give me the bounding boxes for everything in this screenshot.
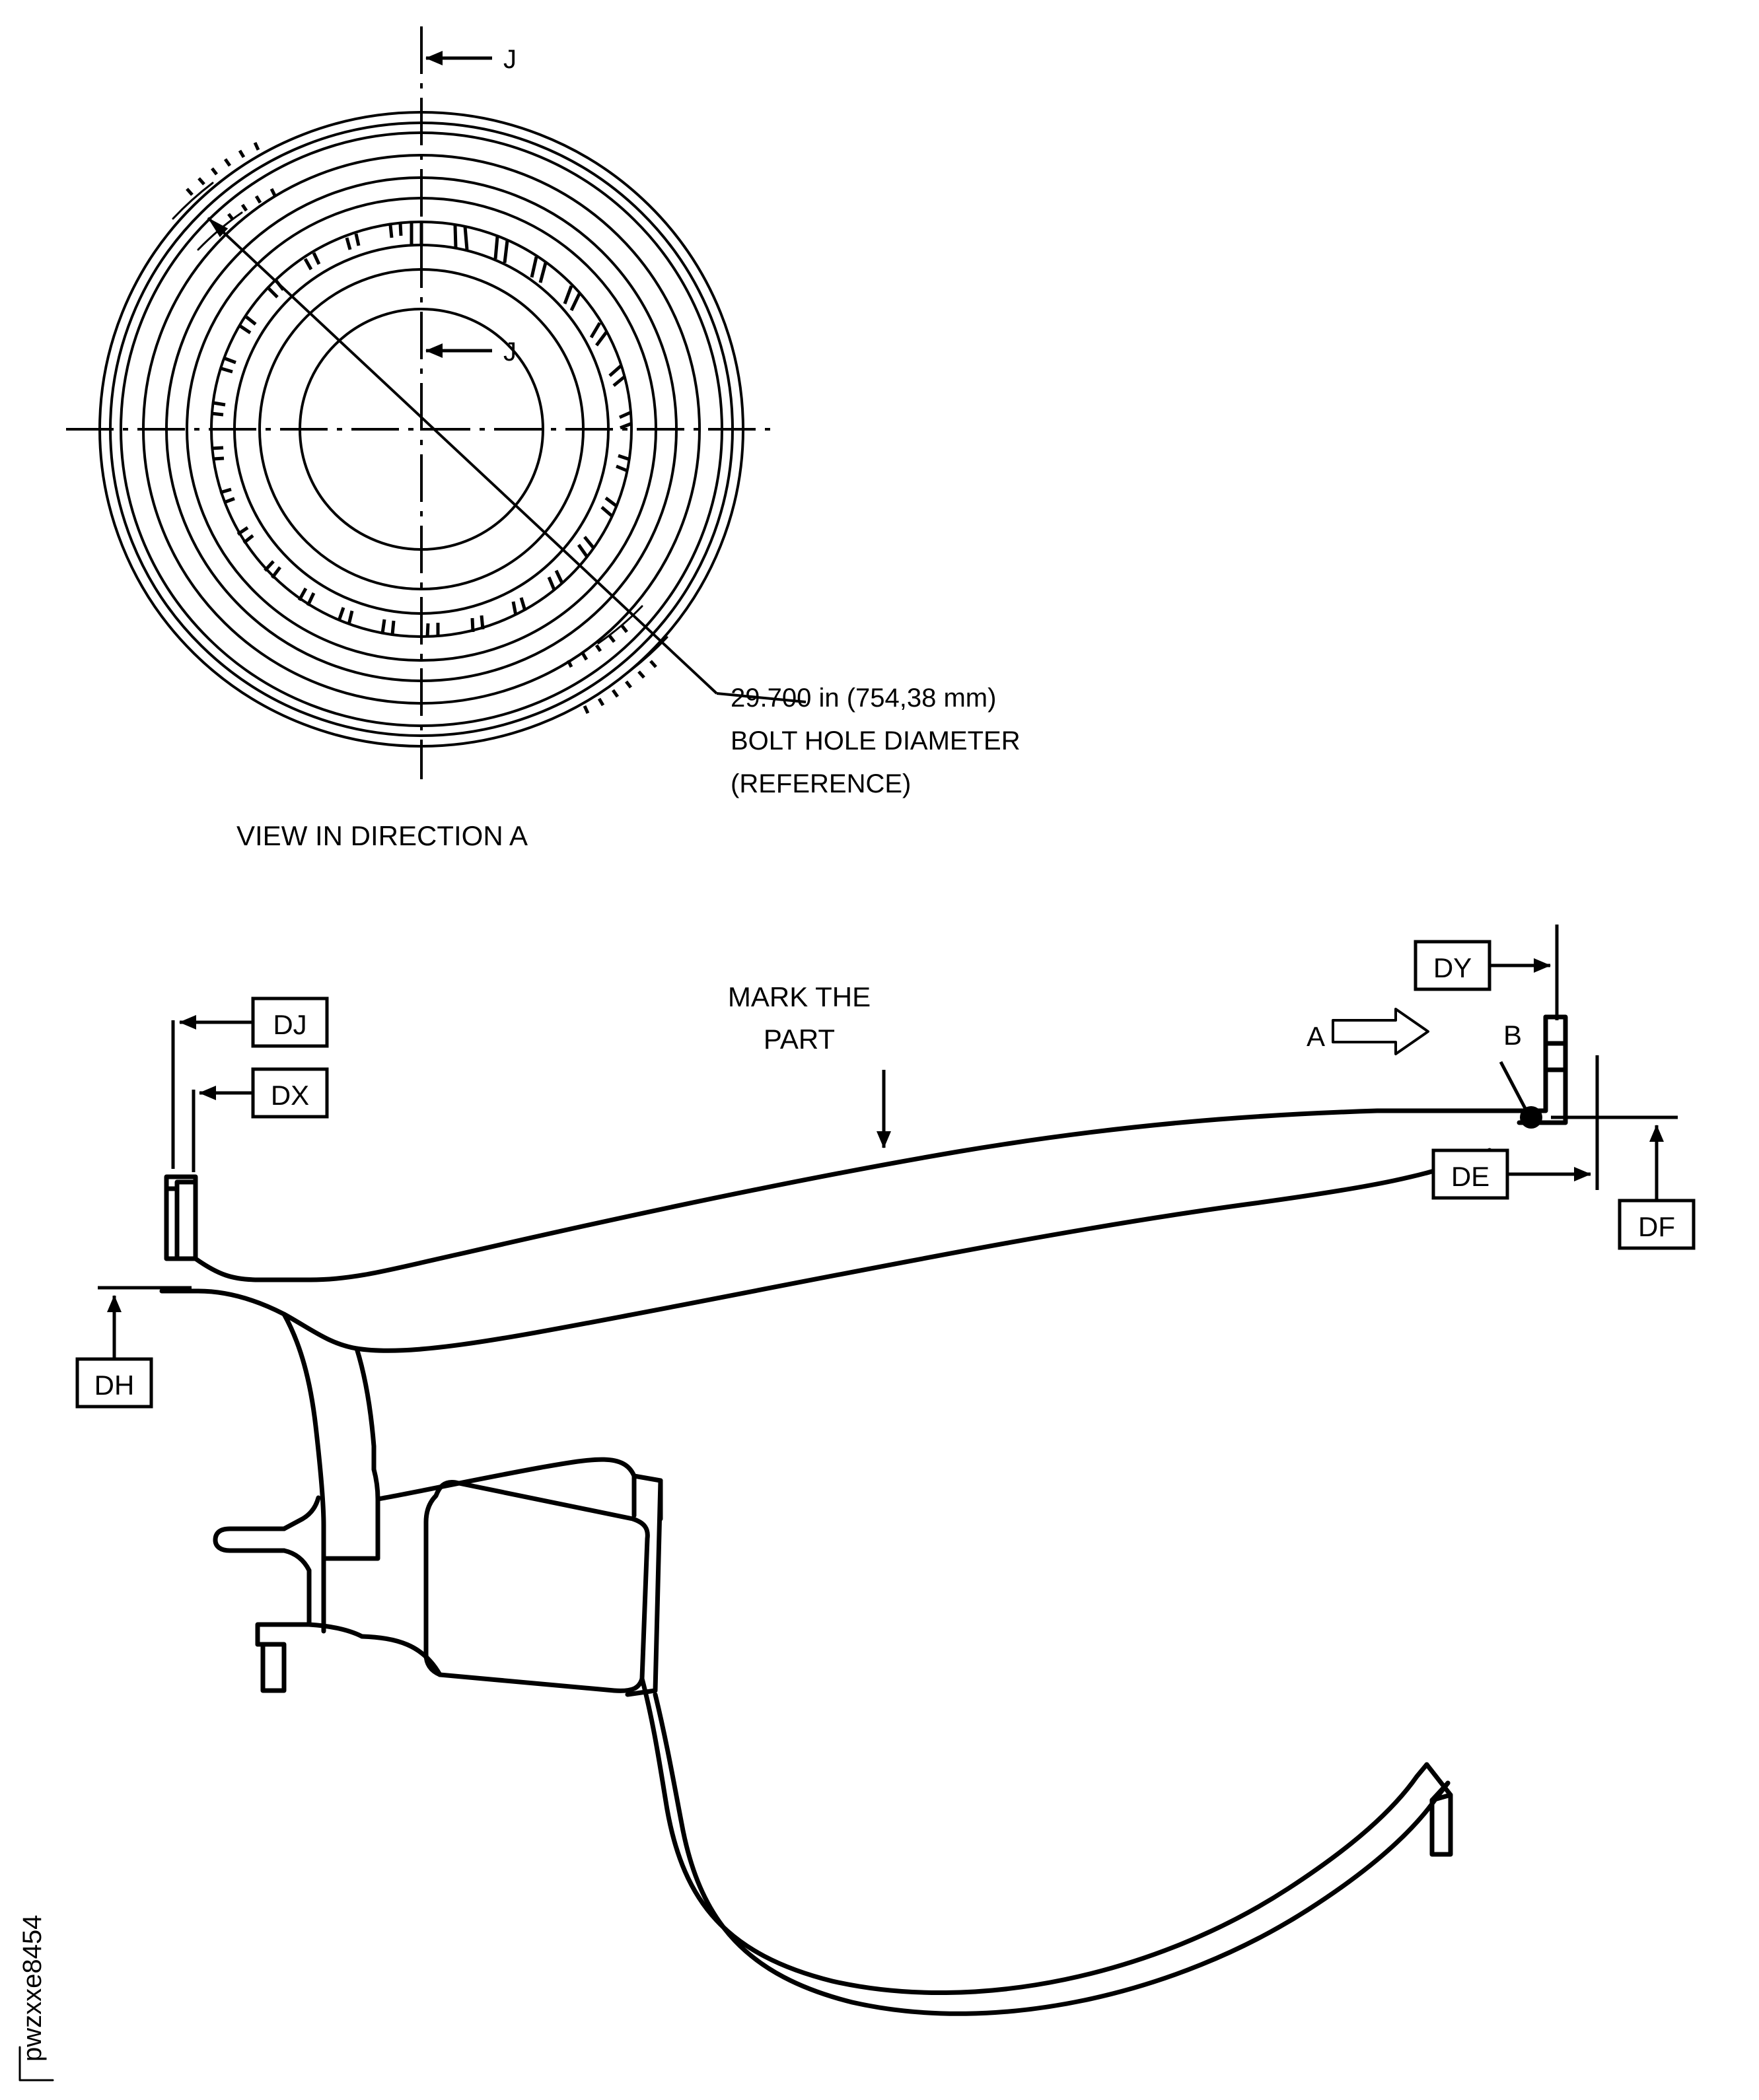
datum-DY[interactable]: DY	[1414, 925, 1559, 1020]
mark-the-part-line-1: MARK THE	[728, 981, 871, 1012]
datum-point-b-dot	[1520, 1106, 1542, 1129]
front-view-caption: VIEW IN DIRECTION A	[236, 820, 528, 851]
front-circular-view: J J 29.700 in (754,38 mm) BOLT HOLE DIAM…	[66, 26, 1021, 851]
outer-skin-upper	[164, 1108, 1522, 1282]
section-mark-j-top: J	[425, 45, 517, 74]
callout-line-2: BOLT HOLE DIAMETER	[731, 726, 1021, 755]
web-strut-left	[281, 1312, 326, 1634]
corner-tick-mark	[18, 2046, 54, 2082]
datum-DJ-frame[interactable]	[251, 997, 329, 1048]
view-direction-a-arrow: A	[1307, 1008, 1429, 1055]
web-strut-inner	[354, 1346, 377, 1472]
point-b-label: B	[1503, 1020, 1522, 1051]
bolt-hole-diameter-callout: 29.700 in (754,38 mm) BOLT HOLE DIAMETER…	[731, 683, 1021, 798]
section-j-top-label: J	[503, 45, 517, 74]
datum-DF-label: DF	[1638, 1211, 1675, 1242]
section-mark-j-inner: J	[425, 337, 517, 367]
section-core-box	[423, 1473, 663, 1697]
section-j-inner-label: J	[503, 337, 517, 367]
datum-DX[interactable]: DX	[192, 1067, 329, 1172]
lower-arm-lower-skin	[653, 1692, 1451, 2016]
datum-DX-label: DX	[271, 1080, 309, 1111]
datum-DJ-label: DJ	[273, 1009, 306, 1040]
point-b-callout: B	[1499, 1020, 1530, 1115]
hub-to-core-lower	[359, 1634, 443, 1677]
datum-DH[interactable]: DH	[75, 1286, 192, 1409]
lower-arm-right-tip	[1424, 1762, 1453, 1857]
datum-DF-frame[interactable]	[1618, 1199, 1696, 1250]
datum-DE-label: DE	[1451, 1161, 1490, 1192]
callout-line-1: 29.700 in (754,38 mm)	[731, 683, 996, 713]
callout-line-3: (REFERENCE)	[731, 769, 911, 798]
document-id-watermark: pwzxxe8454	[18, 1915, 54, 2082]
datum-DE-frame[interactable]	[1431, 1148, 1509, 1200]
datum-DF[interactable]: DF	[1551, 1115, 1696, 1250]
mark-the-part-line-2: PART	[764, 1024, 835, 1055]
document-id-text: pwzxxe8454	[18, 1915, 47, 2062]
datum-DH-frame[interactable]	[75, 1357, 153, 1409]
datum-DY-label: DY	[1433, 952, 1472, 983]
cross-section-view: MARK THE PART A B DJ	[75, 925, 1696, 2016]
datum-DJ[interactable]: DJ	[171, 997, 329, 1169]
left-flange-detail	[164, 1174, 198, 1191]
hub-cavity	[213, 1467, 380, 1693]
datum-DX-frame[interactable]	[251, 1067, 329, 1119]
bolt-hole-diameter-leader	[207, 217, 807, 703]
outer-skin-lower	[159, 1148, 1492, 1353]
datum-DH-label: DH	[94, 1370, 135, 1401]
lower-arm-upper-skin	[639, 1676, 1429, 1995]
view-direction-a-label: A	[1307, 1021, 1325, 1052]
hub-to-core-upper	[375, 1457, 637, 1502]
datum-DY-frame[interactable]	[1414, 940, 1491, 991]
datum-DE[interactable]: DE	[1431, 1055, 1599, 1200]
serration-ticks-upper-left	[172, 141, 277, 251]
mark-the-part-note: MARK THE PART	[728, 981, 891, 1148]
serration-ticks-lower-right	[566, 605, 668, 715]
